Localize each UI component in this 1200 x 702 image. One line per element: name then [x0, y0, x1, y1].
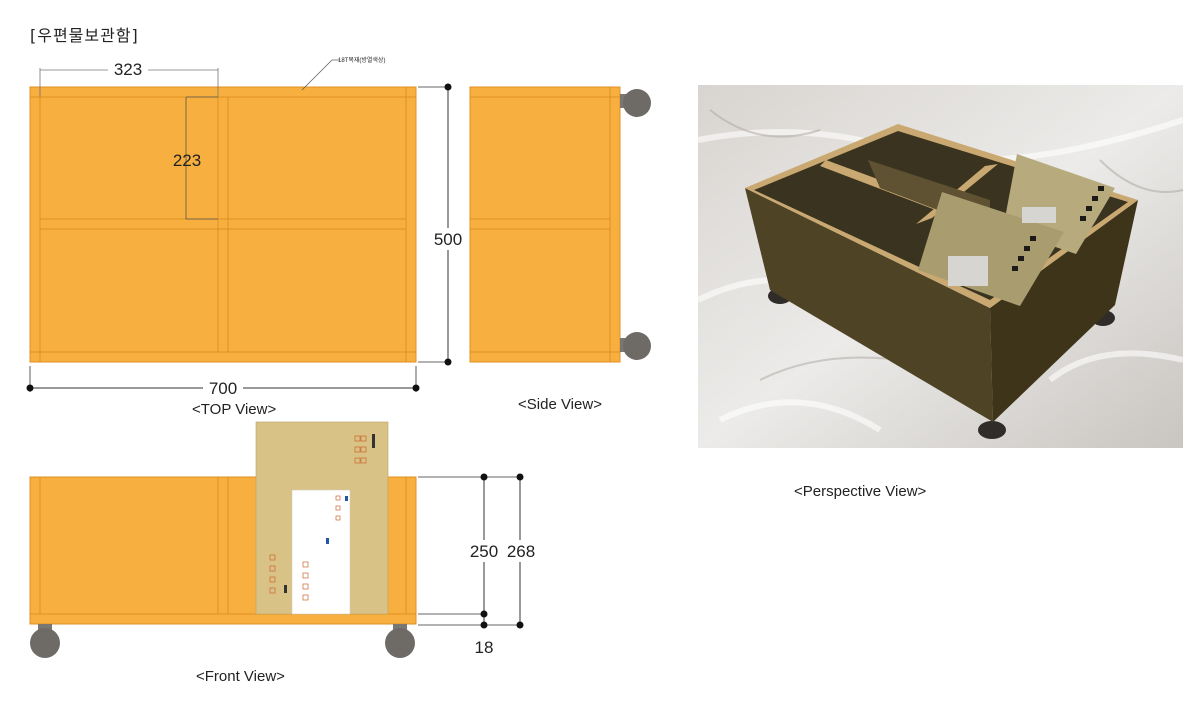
side-view — [469, 86, 651, 363]
side-view-caption: <Side View> — [518, 396, 602, 413]
top-view-caption: <TOP View> — [192, 401, 277, 418]
perspective-view-caption: <Perspective View> — [794, 483, 927, 500]
dim-18-label: 18 — [475, 638, 494, 657]
front-view-caption: <Front View> — [196, 668, 285, 685]
front-view — [29, 421, 417, 658]
perspective-render — [696, 85, 1184, 448]
dimension-700: 700 — [26, 366, 420, 398]
material-note-label: 18T목재(방열색상) — [338, 56, 385, 64]
top-view — [29, 86, 417, 363]
dim-250-label: 250 — [470, 542, 498, 561]
front-wheel-left — [30, 624, 60, 658]
envelope-graphic — [255, 421, 389, 615]
dim-223-label: 223 — [173, 151, 201, 170]
dimension-500: 500 — [418, 83, 466, 366]
material-note: 18T목재(방열색상) — [301, 56, 385, 91]
dimension-323: 323 — [39, 60, 219, 97]
side-wheel-bottom — [620, 332, 651, 360]
dim-323-label: 323 — [114, 60, 142, 79]
dim-700-label: 700 — [209, 379, 237, 398]
side-wheel-top — [620, 89, 651, 117]
dim-500-label: 500 — [434, 230, 462, 249]
dimension-223: 223 — [173, 96, 218, 220]
dimension-250-268-18: 250 268 18 — [418, 473, 539, 657]
dim-268-label: 268 — [507, 542, 535, 561]
front-wheel-right — [385, 624, 415, 658]
page-title: [우편물보관함] — [30, 26, 139, 45]
